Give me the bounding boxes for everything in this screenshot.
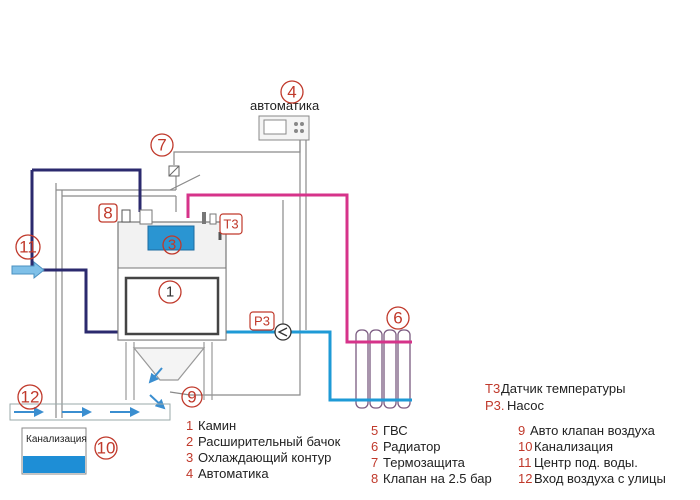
sewage-label: Канализация bbox=[26, 434, 87, 445]
svg-text:8: 8 bbox=[103, 204, 112, 223]
sewage-tank bbox=[21, 427, 87, 475]
svg-text:9: 9 bbox=[187, 388, 196, 407]
legend: 1 Камин 2 Расширительный бачок 3 Охлаждающий … bbox=[186, 381, 666, 486]
legend-text-c1-2: Охлаждающий контур bbox=[198, 450, 331, 465]
marker-8: 8 bbox=[98, 203, 118, 223]
thermal-valve-icon bbox=[168, 165, 180, 177]
legend-number-c1-1: 2 bbox=[186, 434, 193, 449]
svg-text:Р3: Р3 bbox=[254, 314, 270, 329]
legend-number-t3: Т3 bbox=[485, 381, 500, 396]
legend-text-c1-1: Расширительный бачок bbox=[198, 434, 341, 449]
legend-text-p3: Насос bbox=[507, 398, 544, 413]
air-flow-arrows bbox=[14, 367, 166, 417]
p3-marker: Р3 bbox=[249, 311, 275, 331]
marker-4: 4 bbox=[280, 80, 304, 104]
legend-text-c3-0: Авто клапан воздуха bbox=[530, 423, 656, 438]
legend-number-c2-2: 7 bbox=[371, 455, 378, 470]
legend-text-c2-2: Термозащита bbox=[383, 455, 466, 470]
marker-6: 6 bbox=[386, 306, 410, 330]
svg-text:1: 1 bbox=[166, 284, 174, 301]
supply-pipe bbox=[30, 168, 142, 334]
legend-number-c2-1: 6 bbox=[371, 439, 378, 454]
marker-11: 11 bbox=[15, 234, 41, 260]
svg-text:7: 7 bbox=[157, 136, 166, 155]
radiator bbox=[355, 329, 411, 409]
legend-number-c1-3: 4 bbox=[186, 466, 193, 481]
t3-marker: Т3 bbox=[219, 213, 243, 235]
legend-number-c3-1: 10 bbox=[518, 439, 532, 454]
wire-lines bbox=[55, 138, 307, 418]
temperature-sensor-icon bbox=[202, 212, 206, 224]
legend-number-c2-3: 8 bbox=[371, 471, 378, 486]
air-duct bbox=[9, 403, 171, 421]
legend-number-c3-2: 11 bbox=[518, 455, 532, 470]
legend-text-c1-0: Камин bbox=[198, 418, 236, 433]
legend-text-c2-0: ГВС bbox=[383, 423, 408, 438]
fireplace bbox=[117, 209, 227, 400]
marker-12: 12 bbox=[17, 384, 43, 410]
svg-text:10: 10 bbox=[97, 439, 116, 458]
legend-number-c1-2: 3 bbox=[186, 450, 193, 465]
legend-text-c3-2: Центр под. воды. bbox=[534, 455, 638, 470]
marker-7: 7 bbox=[150, 133, 174, 157]
legend-number-c3-3: 12 bbox=[518, 471, 532, 486]
legend-number-c1-0: 1 bbox=[186, 418, 193, 433]
automation-label: автоматика bbox=[250, 98, 320, 113]
legend-text-t3: Датчик температуры bbox=[501, 381, 625, 396]
legend-number-p3: Р3. bbox=[485, 398, 505, 413]
legend-number-c2-0: 5 bbox=[371, 423, 378, 438]
control-unit-icon bbox=[258, 115, 310, 141]
legend-text-c2-3: Клапан на 2.5 бар bbox=[383, 471, 492, 486]
air-flow-arrow-icon bbox=[11, 260, 45, 280]
pump-icon bbox=[274, 323, 292, 341]
svg-text:3: 3 bbox=[168, 237, 176, 254]
legend-text-c3-3: Вход воздуха с улицы bbox=[534, 471, 666, 486]
svg-text:12: 12 bbox=[21, 388, 40, 407]
marker-9: 9 bbox=[181, 386, 203, 408]
legend-number-c3-0: 9 bbox=[518, 423, 525, 438]
marker-10: 10 bbox=[94, 436, 118, 460]
legend-text-c1-3: Автоматика bbox=[198, 466, 269, 481]
svg-text:4: 4 bbox=[287, 83, 296, 102]
svg-text:Т3: Т3 bbox=[223, 217, 238, 232]
legend-text-c2-1: Радиатор bbox=[383, 439, 441, 454]
legend-text-c3-1: Канализация bbox=[534, 439, 613, 454]
marker-3: 3 bbox=[162, 235, 182, 255]
marker-1: 1 bbox=[158, 280, 182, 304]
svg-text:11: 11 bbox=[19, 238, 37, 257]
svg-text:6: 6 bbox=[393, 309, 402, 328]
